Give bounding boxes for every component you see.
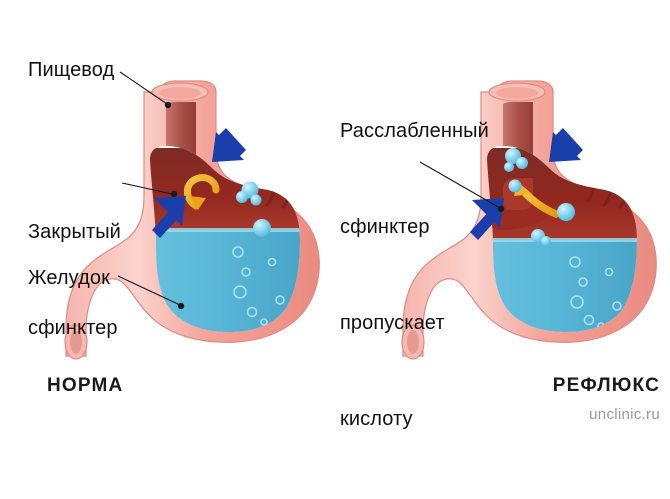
right-acid-bubbles	[531, 203, 575, 246]
right-liquid-surface	[487, 238, 637, 242]
label-relaxed-line4: кислоту	[340, 408, 413, 430]
left-duodenum-lumen	[70, 330, 82, 354]
left-yellow-circulation-arrow	[184, 174, 220, 210]
left-pointer-dots	[164, 101, 185, 310]
label-relaxed-sphincter: Расслабленный сфинктер пропускает кислот…	[340, 51, 489, 499]
right-stomach-group	[401, 80, 657, 360]
label-closed-sphincter-line2: сфинктер	[28, 317, 118, 339]
left-blue-arrow-upper	[212, 128, 246, 162]
label-stomach: Желудок	[28, 267, 110, 289]
panel-title-norm: НОРМА	[47, 375, 124, 396]
label-relaxed-line2: сфинктер	[340, 216, 430, 238]
right-blue-arrow-upper	[549, 128, 583, 162]
left-liquid-surface	[150, 228, 300, 232]
right-pointer-lines	[419, 161, 501, 209]
left-blue-arrow-lower	[152, 196, 186, 238]
diagram-canvas: Пищевод Закрытый сфинктер Желудок Рассла…	[28, 59, 660, 430]
label-relaxed-line3: пропускает	[340, 312, 445, 334]
left-acid-bubbles	[236, 181, 271, 237]
right-esophagus-lumen	[496, 87, 538, 99]
watermark: unclinic.ru	[589, 406, 660, 423]
left-liquid-bubbles	[232, 246, 285, 326]
label-esophagus: Пищевод	[28, 59, 115, 81]
label-closed-sphincter: Закрытый сфинктер	[28, 152, 121, 408]
panel-title-reflux: РЕФЛЮКС	[552, 375, 660, 396]
right-pointer-dots	[497, 205, 505, 213]
left-esophagus-lumen	[159, 87, 201, 99]
right-esophagus-bubbles	[504, 148, 528, 193]
anatomy-illustration	[64, 71, 657, 360]
label-closed-sphincter-line1: Закрытый	[28, 221, 121, 243]
left-pointer-lines	[117, 71, 181, 306]
label-relaxed-line1: Расслабленный	[340, 120, 489, 142]
right-duodenum-lumen	[407, 330, 419, 354]
